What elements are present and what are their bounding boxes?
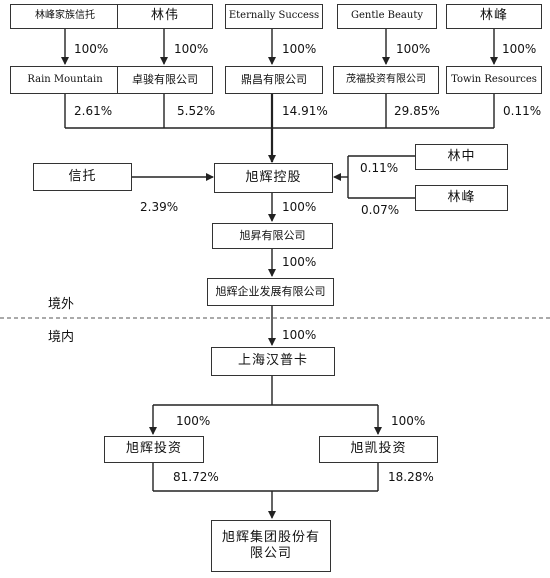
lin-feng-right-box: 林峰 (415, 185, 508, 211)
towin-resources-box: Towin Resources (446, 66, 542, 94)
pct-towin-to-holdings: 0.11% (503, 104, 542, 118)
maofu-box: 茂福投资有限公司 (333, 66, 439, 94)
pct-enterprise-to-hanpuka: 100% (282, 328, 317, 342)
rain-mountain-box: Rain Mountain (10, 66, 120, 94)
pct-dingchang-to-holdings: 14.91% (282, 104, 328, 118)
eternally-success-box: Eternally Success (225, 4, 323, 29)
xuhui-investment-box: 旭辉投资 (104, 436, 204, 463)
dingchang-box: 鼎昌有限公司 (225, 66, 323, 94)
xuhui-group-box: 旭辉集团股份有限公司 (211, 520, 331, 572)
pct-maofu-to-holdings: 29.85% (394, 104, 440, 118)
pct-xusheng-to-enterprise: 100% (282, 255, 317, 269)
xukai-investment-box: 旭凯投资 (319, 436, 438, 463)
xusheng-box: 旭昇有限公司 (212, 223, 333, 249)
trust-box: 信托 (33, 163, 132, 191)
pct-linfeng-to-holdings: 0.07% (361, 203, 400, 217)
pct-xukai-to-group: 18.28% (388, 470, 434, 484)
pct-trust-to-rain: 100% (74, 42, 109, 56)
pct-investment-to-group: 81.72% (173, 470, 219, 484)
pct-linwei-to-zhuojun: 100% (174, 42, 209, 56)
offshore-label: 境外 (48, 297, 75, 312)
zhuojun-box: 卓骏有限公司 (117, 66, 213, 94)
pct-linfeng-to-towin: 100% (502, 42, 537, 56)
onshore-label: 境内 (48, 330, 75, 345)
pct-hanpuka-to-investment: 100% (176, 414, 211, 428)
xuhui-enterprise-box: 旭辉企业发展有限公司 (207, 278, 334, 306)
pct-gentle-to-maofu: 100% (396, 42, 431, 56)
pct-trust-to-holdings: 2.39% (140, 200, 179, 214)
xuhui-holdings-box: 旭辉控股 (214, 163, 333, 193)
pct-zhuojun-to-holdings: 5.52% (177, 104, 216, 118)
pct-rain-to-holdings: 2.61% (74, 104, 113, 118)
lin-family-trust-box: 林峰家族信托 (10, 4, 120, 29)
lin-feng-top-box: 林峰 (446, 4, 542, 29)
shanghai-hanpuka-box: 上海汉普卡 (211, 347, 335, 376)
gentle-beauty-box: Gentle Beauty (337, 4, 437, 29)
pct-hanpuka-to-xukai: 100% (391, 414, 426, 428)
pct-eternally-to-dingchang: 100% (282, 42, 317, 56)
pct-linzhong-to-holdings: 0.11% (360, 161, 399, 175)
lin-wei-box: 林伟 (117, 4, 213, 29)
pct-holdings-to-xusheng: 100% (282, 200, 317, 214)
lin-zhong-box: 林中 (415, 144, 508, 170)
